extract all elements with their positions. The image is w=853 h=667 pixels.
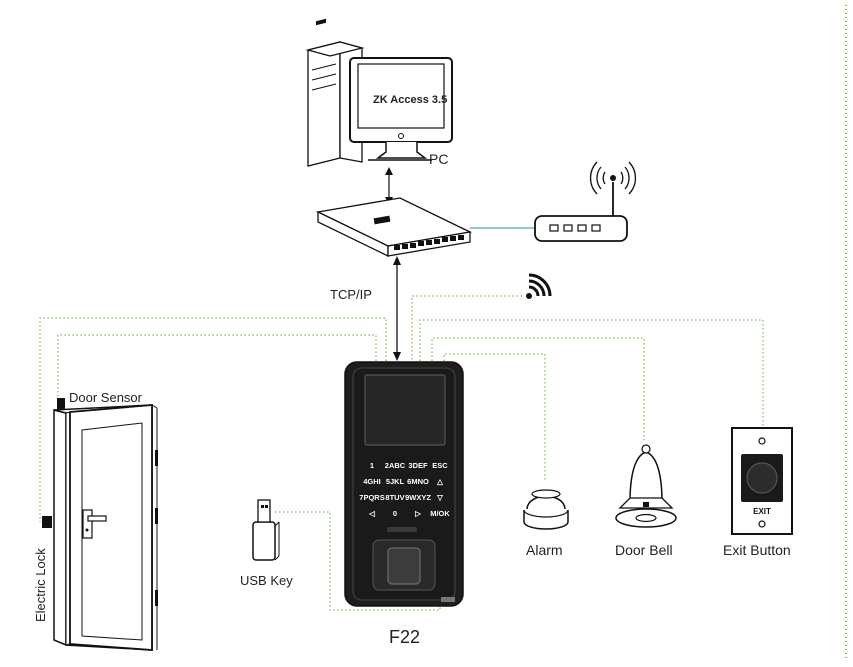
key-right: ▷ — [414, 509, 422, 518]
electric-lock-icon — [42, 516, 52, 528]
key-1: 1 — [370, 461, 374, 470]
key-9: 9WXYZ — [405, 493, 431, 502]
exit-button-label: Exit Button — [723, 542, 791, 558]
key-3: 3DEF — [408, 461, 428, 470]
pc-monitor — [349, 57, 453, 161]
hub-device-arrow — [393, 256, 401, 361]
key-6: 6MNO — [407, 477, 429, 486]
wifi-icon — [526, 273, 552, 299]
key-8: 8TUV — [385, 493, 404, 502]
electric-lock-label: Electric Lock — [33, 548, 48, 622]
key-down: ▽ — [436, 493, 444, 502]
card-reader-slot — [387, 527, 417, 532]
wireless-signal-icon — [589, 161, 637, 195]
router-icon — [534, 161, 637, 242]
pc-label: PC — [429, 151, 448, 167]
key-mok: M/OK — [430, 509, 450, 518]
pc-group: ZK Access 3.5 PC — [305, 18, 453, 167]
usb-key-icon — [252, 499, 280, 561]
exit-text: EXIT — [753, 507, 771, 516]
device-keypad: 1 2ABC 3DEF ESC 4GHI 5JKL 6MNO △ 7PQRS 8… — [359, 461, 450, 518]
key-left: ◁ — [368, 509, 376, 518]
key-up: △ — [436, 477, 444, 486]
door-bell-label: Door Bell — [615, 542, 673, 558]
device-screen — [364, 374, 446, 446]
key-5: 5JKL — [386, 477, 405, 486]
key-0: 0 — [393, 509, 397, 518]
key-esc: ESC — [432, 461, 448, 470]
key-7: 7PQRS — [359, 493, 384, 502]
key-2: 2ABC — [385, 461, 406, 470]
door-sensor-icon — [57, 398, 65, 410]
exit-button-icon: EXIT — [731, 427, 793, 535]
key-4: 4GHI — [363, 477, 381, 486]
screen-software-label: ZK Access 3.5 — [373, 94, 447, 106]
usb-key-label: USB Key — [240, 573, 293, 588]
f22-device: 1 2ABC 3DEF ESC 4GHI 5JKL 6MNO △ 7PQRS 8… — [344, 361, 464, 607]
wiring-lines — [39, 295, 764, 611]
alarm-icon — [523, 489, 569, 530]
device-label: F22 — [389, 627, 420, 647]
alarm-label: Alarm — [526, 542, 563, 558]
hub-icon — [315, 197, 473, 258]
tcpip-label: TCP/IP — [330, 287, 372, 302]
door-icon — [53, 404, 158, 651]
door-bell-icon — [615, 444, 677, 528]
door-sensor-label: Door Sensor — [69, 390, 143, 405]
